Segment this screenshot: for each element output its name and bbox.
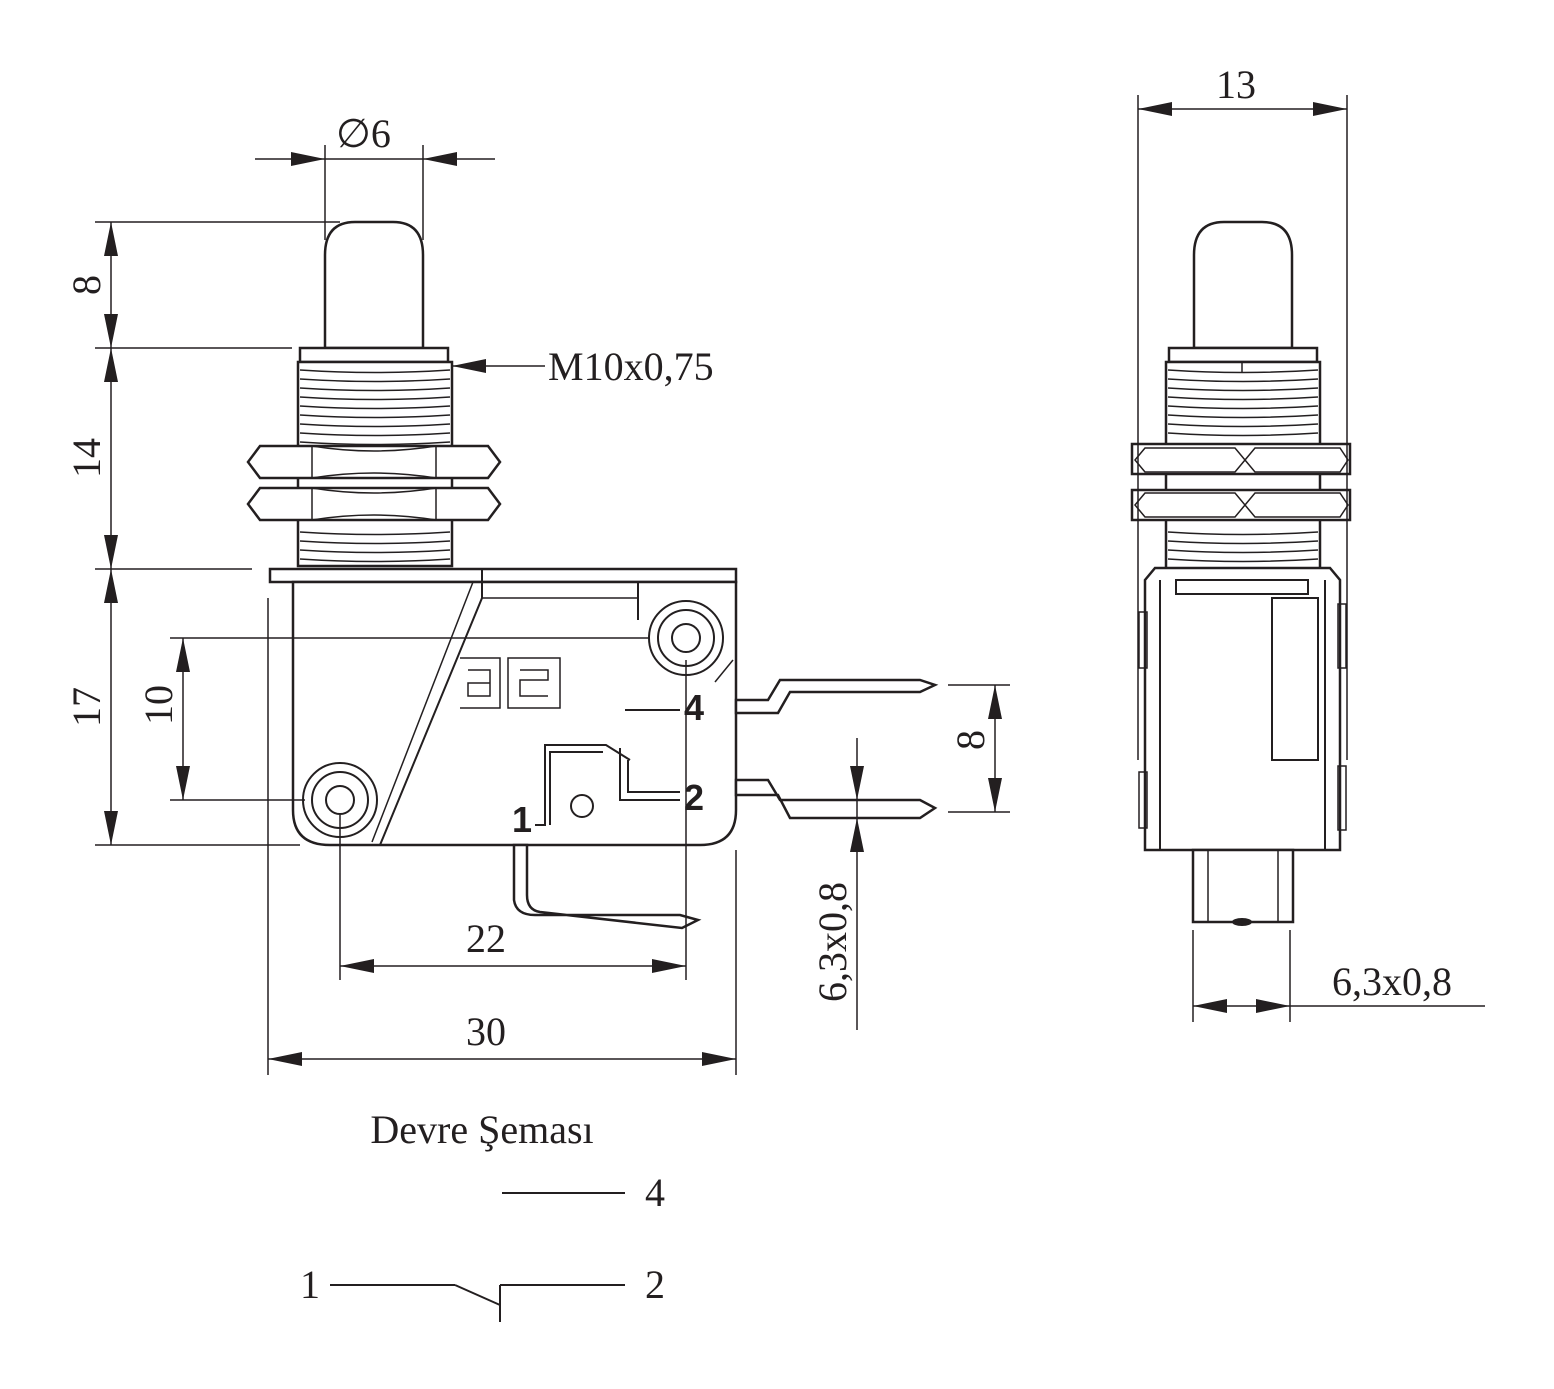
brand-logo xyxy=(460,657,561,709)
terminal-2 xyxy=(734,778,938,820)
plunger xyxy=(323,220,425,350)
dim-terminal-size-side: 6,3x0,8 xyxy=(1332,959,1452,1004)
circuit-label-4: 4 xyxy=(645,1170,665,1215)
dimension-lines-side xyxy=(1137,95,1485,1022)
dimension-lines-front xyxy=(95,145,1010,1075)
dim-thread-height: 14 xyxy=(64,438,109,478)
front-view: 4 2 1 xyxy=(64,111,1010,1075)
dim-terminal-size-front: 6,3x0,8 xyxy=(810,882,855,1002)
circuit-title: Devre Şeması xyxy=(370,1107,593,1152)
nut-lower xyxy=(246,486,502,522)
dim-side-width: 13 xyxy=(1216,62,1256,107)
circuit-label-1: 1 xyxy=(300,1262,320,1307)
side-plunger xyxy=(1192,220,1294,350)
nut-upper xyxy=(246,444,502,480)
dim-hole-spacing-horizontal: 22 xyxy=(466,916,506,961)
side-terminal xyxy=(1191,848,1295,924)
dim-body-width: 30 xyxy=(466,1009,506,1054)
terminal-4 xyxy=(734,678,939,715)
dim-body-height: 17 xyxy=(64,687,109,727)
dim-hole-spacing-vertical: 10 xyxy=(136,685,181,725)
internal-mechanism xyxy=(535,659,734,826)
terminal-mark-1: 1 xyxy=(512,799,532,840)
terminal-mark-2: 2 xyxy=(684,777,704,818)
terminal-mark-4: 4 xyxy=(684,687,704,728)
dim-terminal-spacing: 8 xyxy=(948,730,993,750)
circuit-label-2: 2 xyxy=(645,1262,665,1307)
terminal-1 xyxy=(512,843,702,930)
side-body xyxy=(1143,566,1342,852)
mounting-plate xyxy=(268,567,738,584)
side-view: 13 6,3x0,8 xyxy=(1130,62,1485,1022)
circuit-diagram: Devre Şeması 4 1 2 xyxy=(300,1107,665,1322)
dim-plunger-height: 8 xyxy=(64,275,109,295)
switch-body xyxy=(291,580,738,847)
dim-plunger-diameter: ∅6 xyxy=(336,111,391,156)
dim-thread-spec: M10x0,75 xyxy=(548,344,714,389)
side-nut-upper xyxy=(1130,442,1352,476)
side-nut-lower xyxy=(1130,488,1352,522)
